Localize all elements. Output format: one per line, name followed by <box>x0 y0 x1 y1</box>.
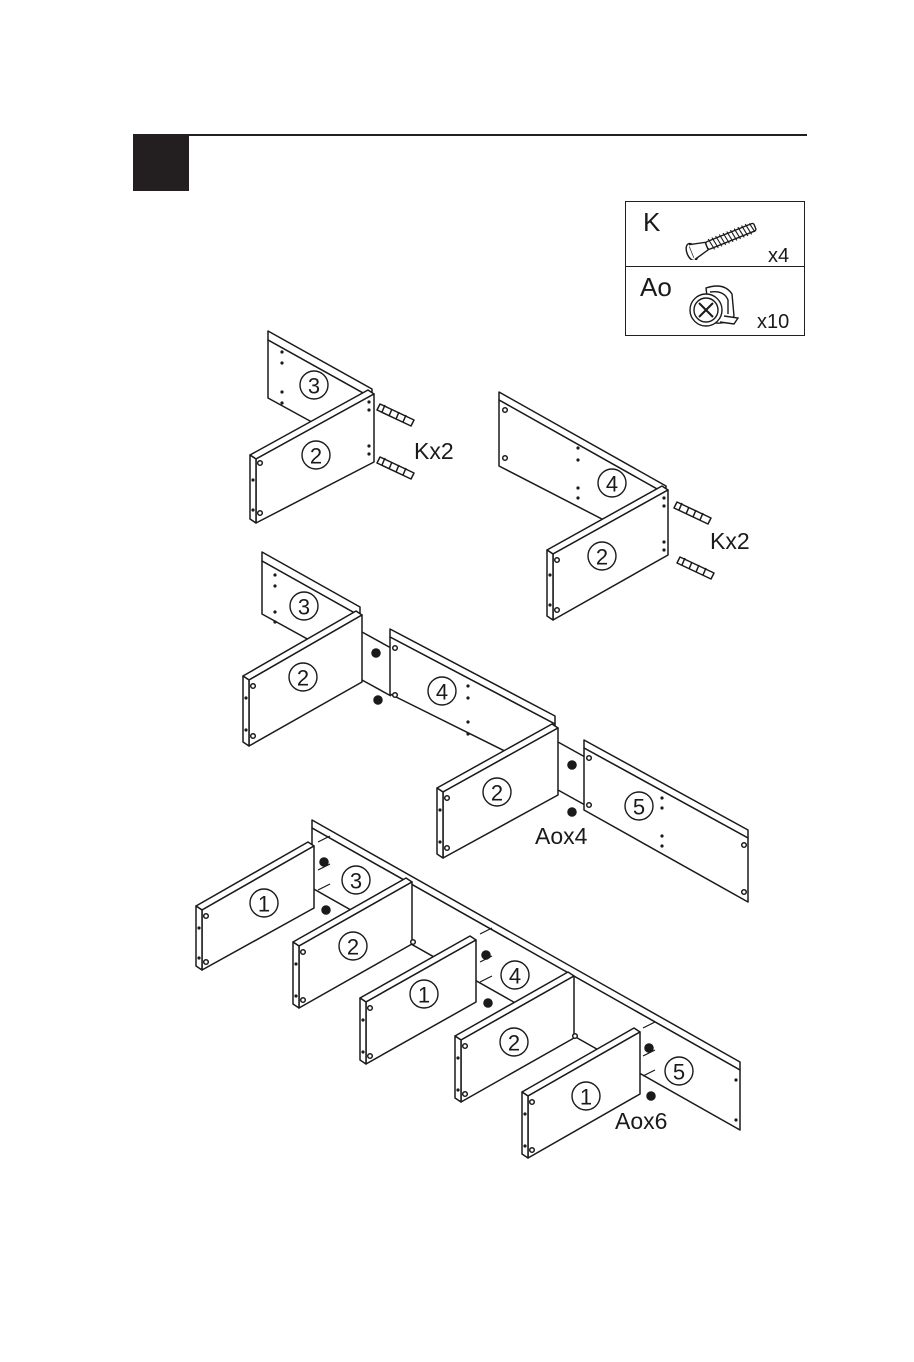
panel-label: 4 <box>509 964 521 989</box>
panel-label: 2 <box>347 935 359 960</box>
s3-panel-1c-side <box>522 1092 528 1158</box>
panel-2-side <box>250 455 256 523</box>
panel-label: 2 <box>310 444 322 469</box>
panel-label: 3 <box>350 869 362 894</box>
s3-panel-2b-side <box>455 1036 461 1102</box>
panel-label: 5 <box>673 1060 685 1085</box>
panel-label: 4 <box>436 680 448 705</box>
panel-label: 1 <box>580 1085 592 1110</box>
panel-label: 4 <box>606 472 618 497</box>
callout-stage2: Aox4 <box>535 825 587 848</box>
screw-k-lower-right <box>677 557 714 579</box>
panel-label: 1 <box>258 892 270 917</box>
stage1-left-assembly <box>250 331 414 523</box>
screw-k-lower <box>377 457 414 479</box>
panel-label: 3 <box>298 595 310 620</box>
panel-2b-side <box>547 550 553 620</box>
panel-label: 3 <box>308 374 320 399</box>
panel-label: 2 <box>297 666 309 691</box>
panel-label: 2 <box>491 781 503 806</box>
s3-panel-1a-side <box>196 906 202 970</box>
s3-panel-2a-side <box>293 942 299 1008</box>
callout-stage3: Aox6 <box>615 1110 667 1133</box>
screw-k-upper <box>377 404 414 426</box>
panel-label: 1 <box>418 983 430 1008</box>
s2-panel-5-face <box>584 748 748 902</box>
screw-k-upper-right <box>674 502 711 524</box>
panel-label: 5 <box>633 795 645 820</box>
s3-panel-1b-side <box>360 998 366 1064</box>
panel-label: 2 <box>596 545 608 570</box>
s2-panel-2-side <box>243 676 249 746</box>
callout-stage1-left: Kx2 <box>414 440 454 463</box>
panel-label: 2 <box>508 1031 520 1056</box>
stage1-right-assembly <box>499 392 714 620</box>
s2-panel-2b-side <box>437 788 443 858</box>
callout-stage1-right: Kx2 <box>710 530 750 553</box>
